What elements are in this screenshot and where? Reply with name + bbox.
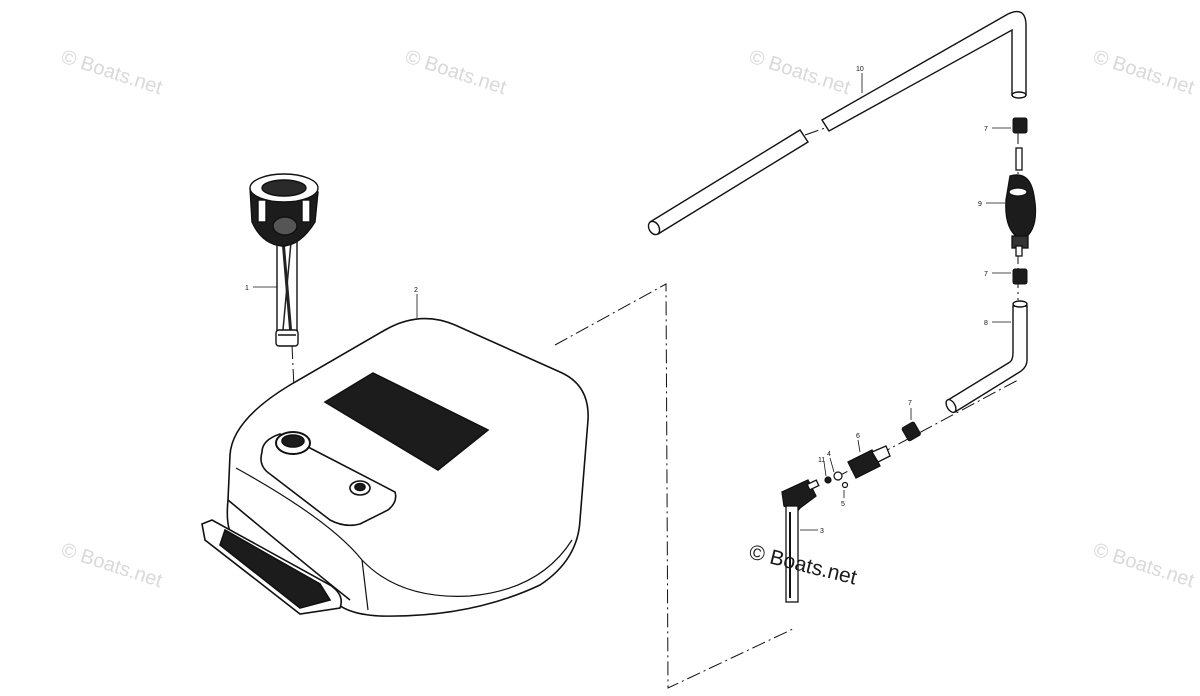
short-hose-end (945, 398, 957, 414)
elbow-thread (806, 479, 820, 491)
tank-handle-grip (219, 528, 332, 609)
hose-end (647, 220, 661, 236)
part-1-fuel-gauge-cap (249, 173, 319, 347)
part-6-connector (847, 445, 891, 479)
leader-6 (857, 439, 861, 453)
small-seals (824, 471, 849, 489)
hose-top-end (1011, 91, 1027, 99)
watermark: © Boats.net (1090, 46, 1197, 99)
filler-neck-opening (281, 434, 305, 448)
bulb-outlet-nipple (1015, 245, 1023, 257)
callout-3: 3 (820, 528, 824, 535)
hose-clamps (901, 117, 1028, 442)
callout-9: 9 (978, 201, 982, 208)
alignment-line-tank-to-fitting (554, 283, 796, 689)
elbow-body (781, 479, 817, 513)
part-2-fuel-tank (201, 317, 589, 617)
bulb-highlight (1008, 187, 1028, 197)
bulb-inlet-nipple (1015, 147, 1023, 171)
watermark: © Boats.net (1090, 539, 1197, 592)
connector-barb (871, 445, 891, 463)
callout-6: 6 (856, 433, 860, 440)
clamp-7-lower (901, 421, 921, 442)
callout-5: 5 (841, 501, 845, 508)
watermark: © Boats.net (402, 46, 509, 99)
tank-top-recess (260, 433, 397, 527)
callout-2: 2 (414, 287, 418, 294)
callout-4: 4 (827, 451, 831, 458)
hose-upper-segment (821, 10, 1027, 132)
gauge-foot (275, 329, 299, 347)
callout-10: 10 (856, 66, 864, 73)
callout-7-mid: 7 (984, 271, 988, 278)
clamp-7-middle (1012, 268, 1028, 285)
part-4-o-ring (833, 471, 843, 481)
gauge-dial (272, 216, 298, 236)
gauge-rod-shadow (282, 241, 292, 331)
cap-rib (257, 199, 267, 223)
cap-rib (301, 199, 311, 223)
part-8-short-hose (945, 300, 1028, 414)
watermark: © Boats.net (746, 46, 853, 99)
callout-7-low: 7 (908, 400, 912, 407)
cap-top-recess (261, 179, 307, 197)
callout-8: 8 (984, 320, 988, 327)
clamp-7-top (1012, 117, 1028, 134)
tank-upper-seam (235, 467, 573, 597)
callout-numbers: 1 2 3 4 5 6 7 7 7 8 9 10 11 (245, 66, 988, 535)
part-9-primer-bulb (1005, 147, 1037, 257)
part-10-fuel-hose (647, 10, 1027, 236)
watermark-main: © Boats.net (747, 541, 859, 590)
part-11-seal (824, 476, 832, 484)
callout-leaders (253, 73, 1011, 531)
tank-label-plate (323, 372, 490, 471)
part-3-elbow-fitting (781, 479, 820, 603)
part-5-washer (841, 481, 849, 489)
watermark: © Boats.net (58, 539, 165, 592)
watermark: © Boats.net (58, 46, 165, 99)
callout-11: 11 (818, 457, 825, 464)
tank-corner-edge (361, 559, 369, 611)
callout-7-top: 7 (984, 126, 988, 133)
callout-1: 1 (245, 285, 249, 292)
fuel-outlet-hex (354, 482, 366, 492)
connector-body (847, 449, 881, 479)
hose-lower-segment (649, 129, 809, 235)
leader-4 (829, 457, 835, 473)
short-hose-top-end (1012, 300, 1028, 308)
leader-11 (823, 461, 827, 477)
bulb-body (1005, 174, 1037, 241)
alignment-line-hose-break (804, 127, 826, 136)
tank-lower-seam (227, 499, 351, 601)
